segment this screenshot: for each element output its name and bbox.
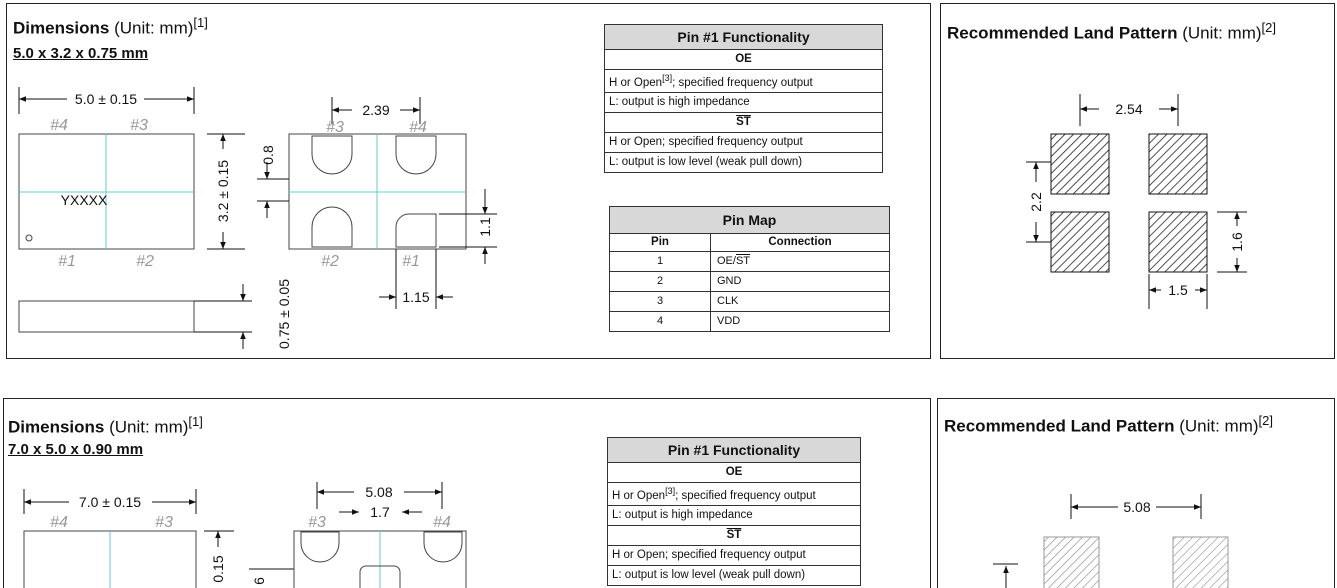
land-pad-h-label: 1.6 bbox=[1229, 232, 1245, 252]
pin-label-4: #4 bbox=[50, 117, 68, 134]
land-pattern-drawing-7x5: 5.08 bbox=[993, 494, 1229, 588]
pin-label-4-b: #4 bbox=[50, 514, 68, 531]
land-pad-bottom-right bbox=[1148, 211, 1208, 273]
st-high-row: H or Open; specified frequency output bbox=[604, 131, 883, 153]
land-pattern-panel-7x5: Recommended Land Pattern (Unit: mm)[2] 5… bbox=[937, 398, 1335, 588]
bottom-pin-label-4: #4 bbox=[409, 119, 427, 136]
dimensions-title-2: Dimensions (Unit: mm)[1] bbox=[8, 414, 203, 437]
dimensions-unit: (Unit: mm) bbox=[109, 18, 194, 38]
pin-col-header: Pin bbox=[609, 233, 711, 252]
land-pattern-drawing-5x3: 2.54 2.2 1.6 1.5 bbox=[1026, 94, 1247, 309]
dimensions-panel-7x5: Dimensions (Unit: mm)[1] 7.0 x 5.0 x 0.9… bbox=[3, 398, 931, 588]
pin-label-1: #1 bbox=[58, 253, 76, 270]
land-pad-bottom-left bbox=[1050, 211, 1110, 273]
bottom-pin-label-2: #2 bbox=[321, 253, 339, 270]
package-drawing-7x5: 7.0 ± 0.15 #4 #3 0.15 6 5.08 1.7 #3 #4 bbox=[23, 482, 467, 588]
pin-pitch-dim-label-2: 5.08 bbox=[365, 484, 392, 500]
land-pattern-title: Recommended Land Pattern (Unit: mm)[2] bbox=[947, 20, 1277, 43]
table-row: 3 CLK bbox=[609, 291, 890, 312]
st-header: ST bbox=[604, 111, 883, 133]
dimensions-title-bold: Dimensions bbox=[13, 18, 110, 38]
pin-pitch-dim-label: 2.39 bbox=[362, 102, 389, 118]
pin-label-3: #3 bbox=[130, 117, 148, 134]
dimensions-panel-5x3: Dimensions (Unit: mm)[1] 5.0 x 3.2 x 0.7… bbox=[6, 3, 931, 359]
pin-label-2: #2 bbox=[136, 253, 154, 270]
length-dim-label: 5.0 ± 0.15 bbox=[75, 91, 137, 107]
st-low-row: L: output is low level (weak pull down) bbox=[604, 151, 883, 173]
pad-1 bbox=[395, 213, 437, 248]
oe-low-row: L: output is high impedance bbox=[604, 91, 883, 113]
pad-3-b bbox=[300, 531, 340, 563]
pad-4-b bbox=[423, 531, 463, 563]
oe-high-row: H or Open[3]; specified frequency output bbox=[604, 69, 883, 93]
dimensions-ref: [1] bbox=[193, 15, 208, 30]
bottom-pin-label-1: #1 bbox=[402, 253, 420, 270]
oe-header: OE bbox=[604, 49, 883, 70]
pin-label-3-b: #3 bbox=[155, 514, 173, 531]
pin-label-3-bottom: #3 bbox=[308, 514, 326, 531]
package-drawing-5x3: 5.0 ± 0.15 #4 #3 YXXXX #1 #2 3.2 ± 0.15 … bbox=[18, 87, 497, 349]
land-pitch-x-label-2: 5.08 bbox=[1123, 499, 1150, 515]
pad-4 bbox=[395, 135, 437, 175]
bottom-pin-label-3: #3 bbox=[326, 119, 344, 136]
land-pattern-title-2: Recommended Land Pattern (Unit: mm)[2] bbox=[944, 413, 1274, 436]
pin1-table-title: Pin #1 Functionality bbox=[604, 24, 883, 50]
table-row: 1 OE/ST bbox=[609, 251, 890, 272]
pin-map-title: Pin Map bbox=[609, 206, 890, 234]
land-pad-w-label: 1.5 bbox=[1168, 282, 1188, 298]
land-pad-top-left-2 bbox=[1043, 536, 1100, 588]
pin1-functionality-table: Pin #1 Functionality OE H or Open[3]; sp… bbox=[604, 24, 883, 173]
land-pad-top-left bbox=[1050, 133, 1110, 195]
pin1-functionality-table-2: Pin #1 Functionality OE H or Open[3]; sp… bbox=[607, 437, 861, 586]
pad-2 bbox=[311, 206, 353, 248]
land-pad-top-right-2 bbox=[1172, 536, 1229, 588]
height-dim-label: 0.75 ± 0.05 bbox=[276, 279, 292, 349]
package-size-title-2: 7.0 x 5.0 x 0.90 mm bbox=[8, 441, 144, 458]
pad-partial: 6 bbox=[251, 577, 267, 585]
land-pattern-panel-5x3: Recommended Land Pattern (Unit: mm)[2] 2… bbox=[940, 3, 1335, 359]
width-dim-partial: 0.15 bbox=[210, 555, 226, 582]
pad-spacing-dim-label: 1.7 bbox=[370, 504, 390, 520]
pin-map-table: Pin Map Pin Connection 1 OE/ST 2 GND 3 C… bbox=[609, 206, 890, 332]
pad-3 bbox=[311, 135, 353, 175]
pin1-dot bbox=[25, 234, 33, 242]
marking-text: YXXXX bbox=[61, 192, 108, 208]
package-side-view bbox=[18, 300, 195, 333]
width-dim-label: 3.2 ± 0.15 bbox=[215, 160, 231, 222]
land-pitch-x-label: 2.54 bbox=[1115, 101, 1142, 117]
package-size-title: 5.0 x 3.2 x 0.75 mm bbox=[13, 45, 149, 62]
dimensions-title: Dimensions (Unit: mm)[1] bbox=[13, 15, 208, 39]
connection-col-header: Connection bbox=[710, 233, 890, 252]
table-row: 4 VDD bbox=[609, 311, 890, 332]
pad-height-dim-label: 0.8 bbox=[260, 145, 276, 165]
land-pitch-y-label: 2.2 bbox=[1028, 192, 1044, 212]
pin-label-4-bottom: #4 bbox=[433, 514, 451, 531]
pad-width-dim-label: 1.15 bbox=[402, 289, 429, 305]
pad-gap-dim-label: 1.1 bbox=[477, 217, 493, 237]
land-pad-top-right bbox=[1148, 133, 1208, 195]
length-dim-label-2: 7.0 ± 0.15 bbox=[79, 494, 141, 510]
table-row: 2 GND bbox=[609, 271, 890, 292]
